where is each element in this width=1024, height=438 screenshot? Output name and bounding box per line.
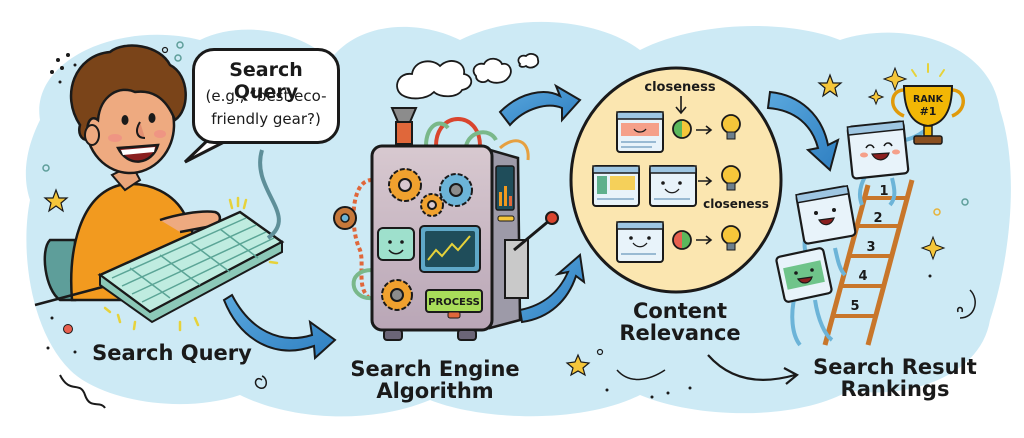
stage-label-search-query: Search Query [92, 341, 252, 365]
flow-arrow-2 [498, 83, 582, 127]
speech-bubble-tail [183, 136, 229, 164]
closeness-indicator [672, 230, 692, 250]
webpage-card [592, 165, 640, 207]
rung-label: 5 [850, 299, 859, 314]
rung-label: 1 [879, 184, 888, 199]
person-typing [34, 44, 285, 332]
stage-label-line: Rankings [840, 377, 950, 402]
webpage-card [616, 221, 664, 263]
stage-label-search-result-rankings: Search Result Rankings [800, 356, 990, 400]
stage-label-line: Relevance [619, 321, 741, 346]
process-button-label: PROCESS [428, 297, 480, 308]
closeness-label-side: closeness [703, 197, 769, 211]
webpage-card [616, 111, 664, 153]
stage-label-content-relevance: Content Relevance [590, 300, 770, 344]
ranked-page-characters [775, 120, 932, 347]
page-character-rank-2 [795, 184, 857, 277]
lightbulb-icon [721, 225, 741, 251]
search-engine-machine: PROCESS [333, 53, 559, 341]
stage-label-line: Algorithm [376, 379, 494, 404]
decorations-right [565, 66, 976, 399]
chair [43, 238, 77, 302]
speech-bubble-example-line1: (e.g., “best eco- [205, 87, 327, 105]
star-icon [43, 188, 69, 213]
stage-label-search-engine-algorithm: Search Engine Algorithm [335, 358, 535, 402]
rung-label: 2 [873, 211, 882, 226]
rung-label: 4 [858, 269, 867, 284]
lightbulb-icon [721, 114, 741, 140]
keyboard-cable [258, 149, 281, 240]
page-character-rank-3 [775, 247, 834, 347]
trophy-icon: RANK #1 [891, 63, 965, 145]
flow-arrow-4 [766, 90, 840, 172]
closeness-label-top: closeness [644, 80, 715, 95]
lightbulb-icon [721, 165, 741, 191]
closeness-indicator [672, 119, 692, 139]
trophy-label-number: #1 [920, 105, 937, 118]
rung-label: 3 [866, 240, 875, 255]
content-relevance-panel: closeness [569, 66, 783, 294]
stage-label-line: Content [632, 299, 728, 323]
speech-bubble-heading: Search Query [229, 59, 303, 103]
flow-arrow-5 [707, 354, 799, 385]
speech-bubble-example-line2: friendly gear?) [211, 110, 321, 128]
speech-bubble-example: (e.g., “best eco- friendly gear?) [195, 85, 337, 131]
keyboard [97, 210, 285, 324]
lever-knob [545, 211, 559, 225]
stage-label-line: Search Engine [350, 357, 520, 381]
speech-bubble: Search Query (e.g., “best eco- friendly … [192, 48, 340, 144]
trophy-label-rank: RANK [913, 94, 944, 105]
stage-label-line: Search Result [813, 355, 977, 379]
ranking-ladder: 1 2 3 4 5 [822, 179, 915, 346]
webpage-card [649, 165, 697, 207]
steam-clouds [396, 53, 540, 100]
flow-arrow-3 [518, 253, 586, 324]
flow-arrow-1 [222, 293, 337, 361]
decorations-left [42, 41, 267, 409]
